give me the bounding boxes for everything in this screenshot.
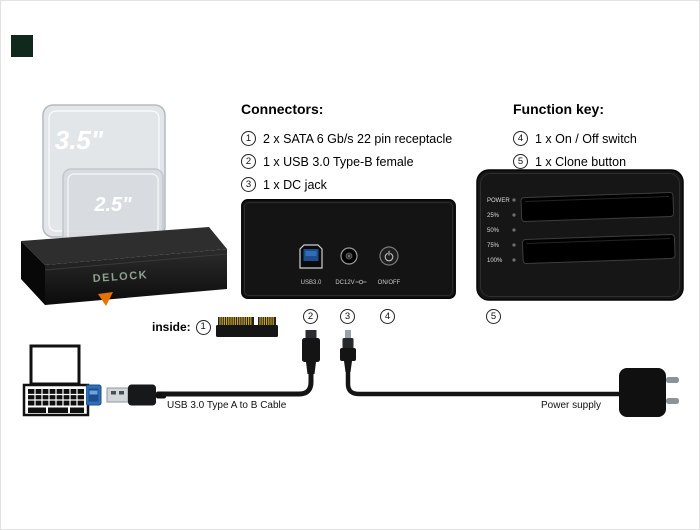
callout-badge-4: 4: [513, 131, 528, 146]
connectors-title: Connectors:: [241, 101, 324, 117]
led-label-100: 100%: [487, 258, 503, 264]
function-item-label: 1 x On / Off switch: [535, 131, 637, 146]
usb-a-plug-illustration: [86, 384, 166, 406]
dock-illustration: 3.5" 2.5" DELOCK: [21, 104, 228, 306]
callout-badge-3: 3: [241, 177, 256, 192]
dock-brand-label: DELOCK: [92, 269, 148, 285]
back-panel-illustration: USB3.0 DC12V ON/OFF: [241, 199, 456, 299]
function-item-onoff: 4 1 x On / Off switch: [513, 127, 637, 150]
dc-jack: DC12V: [335, 247, 367, 286]
led-label-power: POWER: [487, 198, 510, 204]
dc-polarity-icon: [355, 279, 367, 285]
led-dots: [512, 198, 516, 262]
bay-2-5-label: 2.5": [93, 194, 132, 216]
connector-item-dc: 3 1 x DC jack: [241, 173, 452, 196]
sata-gold-pins: [219, 317, 274, 325]
usb-a-receptacle: [86, 384, 102, 406]
sata-connector-illustration: [215, 317, 278, 337]
led-label-25: 25%: [487, 213, 500, 219]
brand-corner-mark: [11, 35, 33, 57]
callout-power-switch: 4: [380, 309, 395, 324]
callout-badge-5: 5: [513, 154, 528, 169]
function-key-title: Function key:: [513, 101, 605, 117]
usb-b-plug-illustration: [302, 330, 320, 374]
bay-3-5-label: 3.5": [55, 125, 104, 155]
callout-badge-1: 1: [241, 131, 256, 146]
connector-item-sata: 1 2 x SATA 6 Gb/s 22 pin receptacle: [241, 127, 452, 150]
cables-overlay: [161, 330, 679, 417]
callout-clone-button: 5: [486, 309, 501, 324]
power-button-label: ON/OFF: [378, 280, 401, 286]
inside-row: inside: 1: [152, 314, 278, 340]
usb-port-label: USB3.0: [301, 280, 322, 286]
connectors-section: Connectors: 1 2 x SATA 6 Gb/s 22 pin rec…: [241, 101, 452, 196]
drive-slots: [520, 191, 676, 265]
power-supply-label: Power supply: [541, 400, 602, 411]
eject-arrow-icon: [98, 292, 113, 306]
dc-plug-illustration: [340, 330, 356, 372]
top-view-illustration: POWER 25% 50% 75% 100%: [476, 169, 684, 301]
led-label-50: 50%: [487, 228, 500, 234]
power-cable: [345, 367, 624, 397]
callout-badge-2: 2: [241, 154, 256, 169]
dock-base: DELOCK: [21, 227, 228, 306]
power-adapter-illustration: [619, 368, 679, 417]
callout-usb-port: 2: [303, 309, 318, 324]
power-button: ON/OFF: [378, 246, 401, 286]
inside-label: inside:: [152, 320, 191, 334]
laptop-keyboard: [28, 389, 84, 413]
callout-sata-receptacle: 1: [195, 319, 211, 335]
led-label-75: 75%: [487, 243, 500, 249]
function-item-clone: 5 1 x Clone button: [513, 150, 637, 173]
connector-item-label: 1 x USB 3.0 Type-B female: [263, 154, 414, 169]
dc-jack-label: DC12V: [335, 280, 354, 286]
function-item-label: 1 x Clone button: [535, 154, 627, 169]
connector-item-label: 1 x DC jack: [263, 177, 327, 192]
callout-dc-jack: 3: [340, 309, 355, 324]
connector-item-label: 2 x SATA 6 Gb/s 22 pin receptacle: [263, 131, 453, 146]
function-key-section: Function key: 4 1 x On / Off switch 5 1 …: [513, 101, 637, 173]
laptop-illustration: [22, 344, 90, 417]
usb-cable-label: USB 3.0 Type A to B Cable: [167, 400, 287, 411]
usb-cable: [161, 367, 314, 397]
led-indicator-labels: POWER 25% 50% 75% 100%: [487, 198, 516, 264]
connector-item-usb: 2 1 x USB 3.0 Type-B female: [241, 150, 452, 173]
usb-b-port: USB3.0: [299, 244, 323, 286]
